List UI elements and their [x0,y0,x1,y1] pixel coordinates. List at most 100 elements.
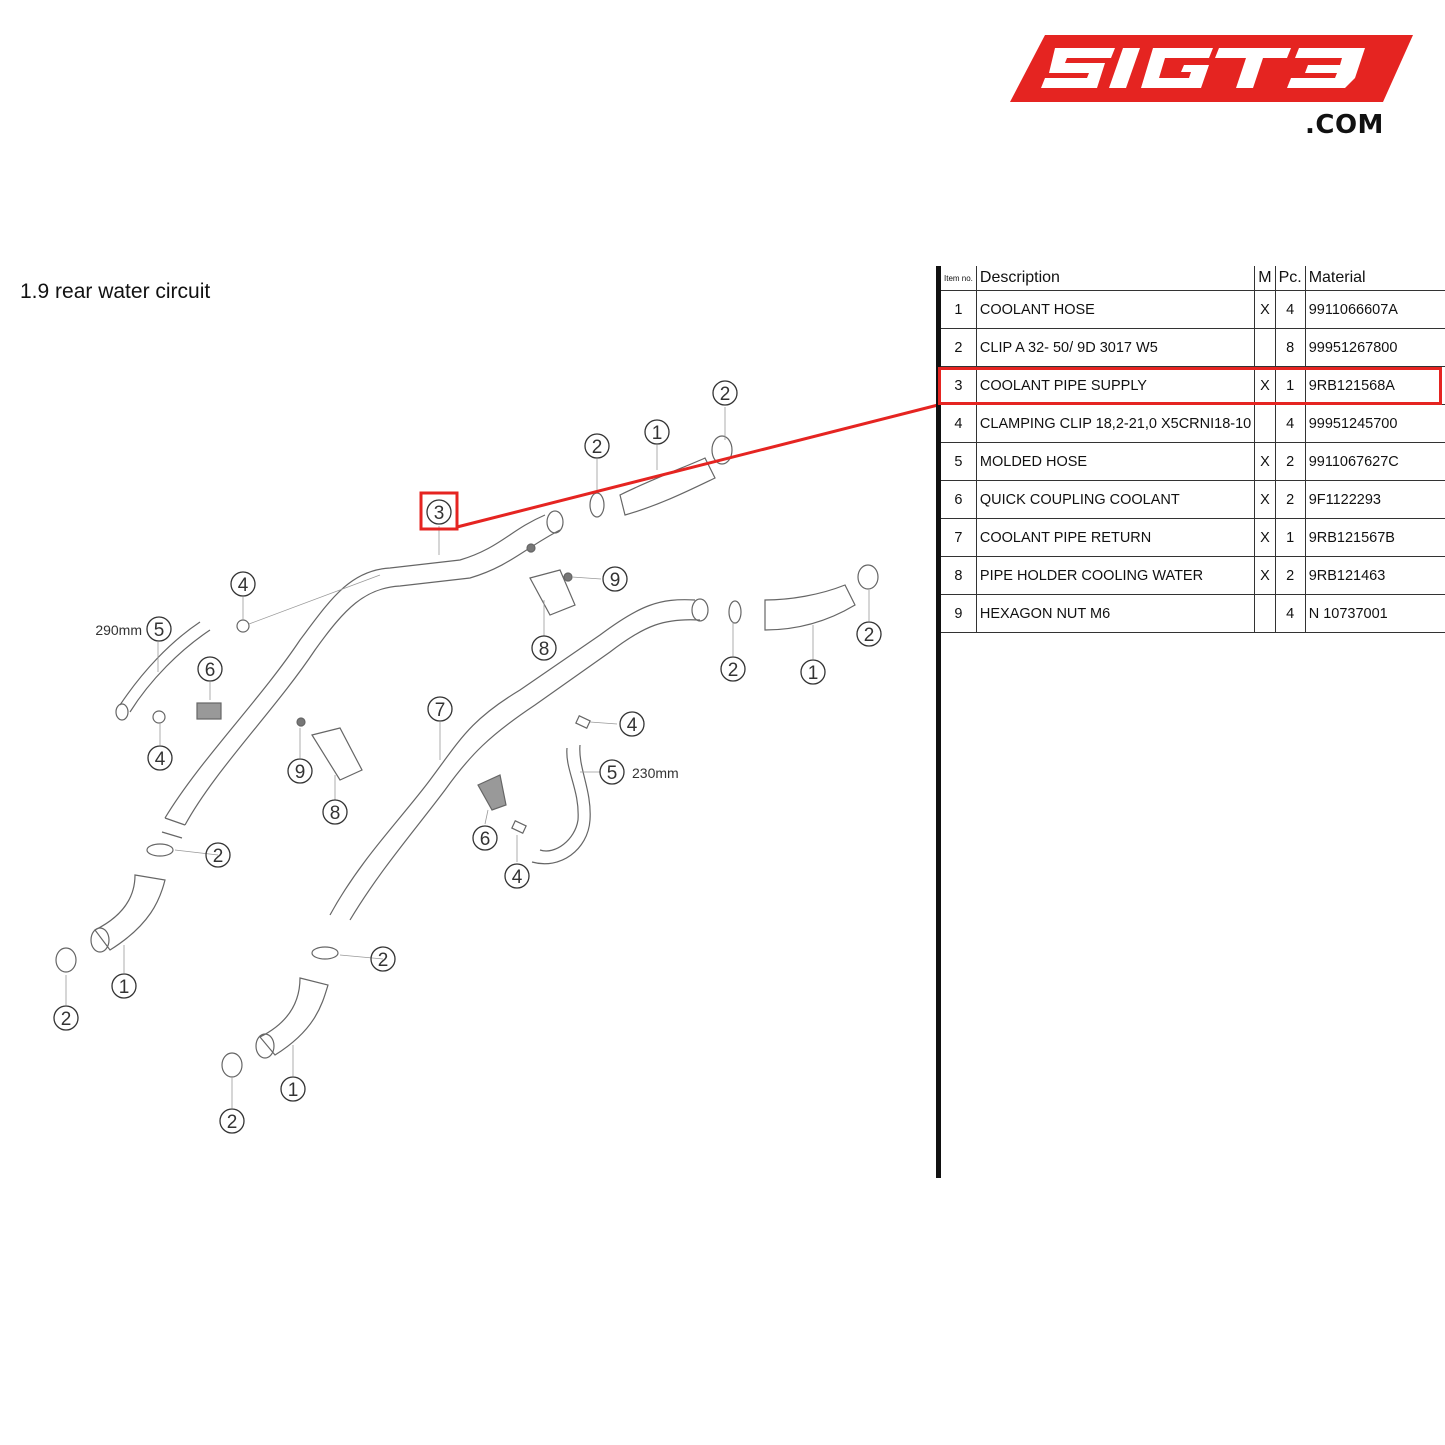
cell-pc: 1 [1274,366,1306,405]
cell-description: CLAMPING CLIP 18,2-21,0 X5CRNI18-10 [975,404,1255,443]
cell-pc: 4 [1274,404,1306,443]
cell-description: PIPE HOLDER COOLING WATER [975,556,1255,595]
cell-item: 3 [941,366,977,405]
cell-m [1254,594,1276,633]
header-description: Description [975,266,1255,291]
cell-material: 9RB121463 [1304,556,1445,595]
logo-mark [1010,35,1413,102]
cell-description: COOLANT PIPE RETURN [975,518,1255,557]
clip-c [728,600,742,624]
label-2e: 2 [213,846,224,867]
coolant-pipe-supply [164,514,546,819]
label-2d: 2 [864,625,875,646]
cell-material: 99951267800 [1304,328,1445,367]
clip-f [55,947,77,973]
label-2c: 2 [728,660,739,681]
cell-description: HEXAGON NUT M6 [975,594,1255,633]
label-1c: 1 [119,977,130,998]
label-4d: 4 [512,867,523,888]
coolant-hose-left1 [94,874,166,951]
coolant-hose-right [764,584,856,631]
coolant-pipe-return [329,599,696,916]
hose-length-290: 290mm [95,622,142,638]
label-2a: 2 [592,437,603,458]
cell-m: X [1254,556,1276,595]
cell-pc: 1 [1274,518,1306,557]
cell-material: 9911066607A [1304,290,1445,329]
clip-a [711,435,733,465]
cell-material: 9RB121568A [1304,366,1445,405]
header-pc: Pc. [1274,266,1306,291]
label-6a: 6 [205,660,216,681]
header-material: Material [1304,266,1445,291]
cell-item: 4 [941,404,977,443]
label-8b: 8 [539,639,550,660]
label-1a: 1 [652,423,663,444]
coolant-hose-upper [619,457,716,516]
logo-domain: .COM [1305,110,1384,140]
clip-h [221,1052,243,1078]
cell-description: CLIP A 32- 50/ 9D 3017 W5 [975,328,1255,367]
cell-item: 2 [941,328,977,367]
label-7: 7 [435,700,446,721]
label-8a: 8 [330,803,341,824]
label-2h: 2 [227,1112,238,1133]
cell-m [1254,328,1276,367]
molded-hose-left [119,621,211,713]
cell-m: X [1254,290,1276,329]
label-1b: 1 [808,663,819,684]
label-2b: 2 [720,384,731,405]
label-4b: 4 [155,749,166,770]
label-2g: 2 [378,950,389,971]
cell-pc: 2 [1274,480,1306,519]
cell-item: 9 [941,594,977,633]
cell-m: X [1254,480,1276,519]
cell-item: 8 [941,556,977,595]
cell-material: 99951245700 [1304,404,1445,443]
clip-b [589,492,605,518]
label-4a: 4 [238,575,249,596]
cell-m: X [1254,366,1276,405]
cell-pc: 4 [1274,290,1306,329]
clip-d [857,564,879,590]
clip-e [146,843,174,857]
label-1d: 1 [288,1080,299,1101]
label-5b: 5 [607,763,618,784]
cell-m: X [1254,518,1276,557]
label-2f: 2 [61,1009,72,1030]
header-item-no: Item no. [941,266,977,291]
cell-m [1254,404,1276,443]
clip-g [311,946,339,960]
cell-description: COOLANT PIPE SUPPLY [975,366,1255,405]
cell-pc: 4 [1274,594,1306,633]
molded-hose-right [531,744,591,865]
cell-material: 9RB121567B [1304,518,1445,557]
cell-description: QUICK COUPLING COOLANT [975,480,1255,519]
cell-item: 7 [941,518,977,557]
cell-pc: 2 [1274,442,1306,481]
label-6b: 6 [480,829,491,850]
label-4c: 4 [627,715,638,736]
table-divider [936,266,941,1178]
cell-pc: 8 [1274,328,1306,367]
cell-pc: 2 [1274,556,1306,595]
cell-material: N 10737001 [1304,594,1445,633]
cell-material: 9F1122293 [1304,480,1445,519]
parts-diagram: 4 5 290mm 6 4 9 8 8 9 3 7 2 1 2 2 1 2 4 … [53,380,882,1134]
page-title: 1.9 rear water circuit [20,280,211,303]
cell-m: X [1254,442,1276,481]
table-header-row: Item no. Description M Pc. Material [941,266,1445,291]
cell-description: COOLANT HOSE [975,290,1255,329]
brand-logo[interactable]: .COM [1005,30,1415,145]
